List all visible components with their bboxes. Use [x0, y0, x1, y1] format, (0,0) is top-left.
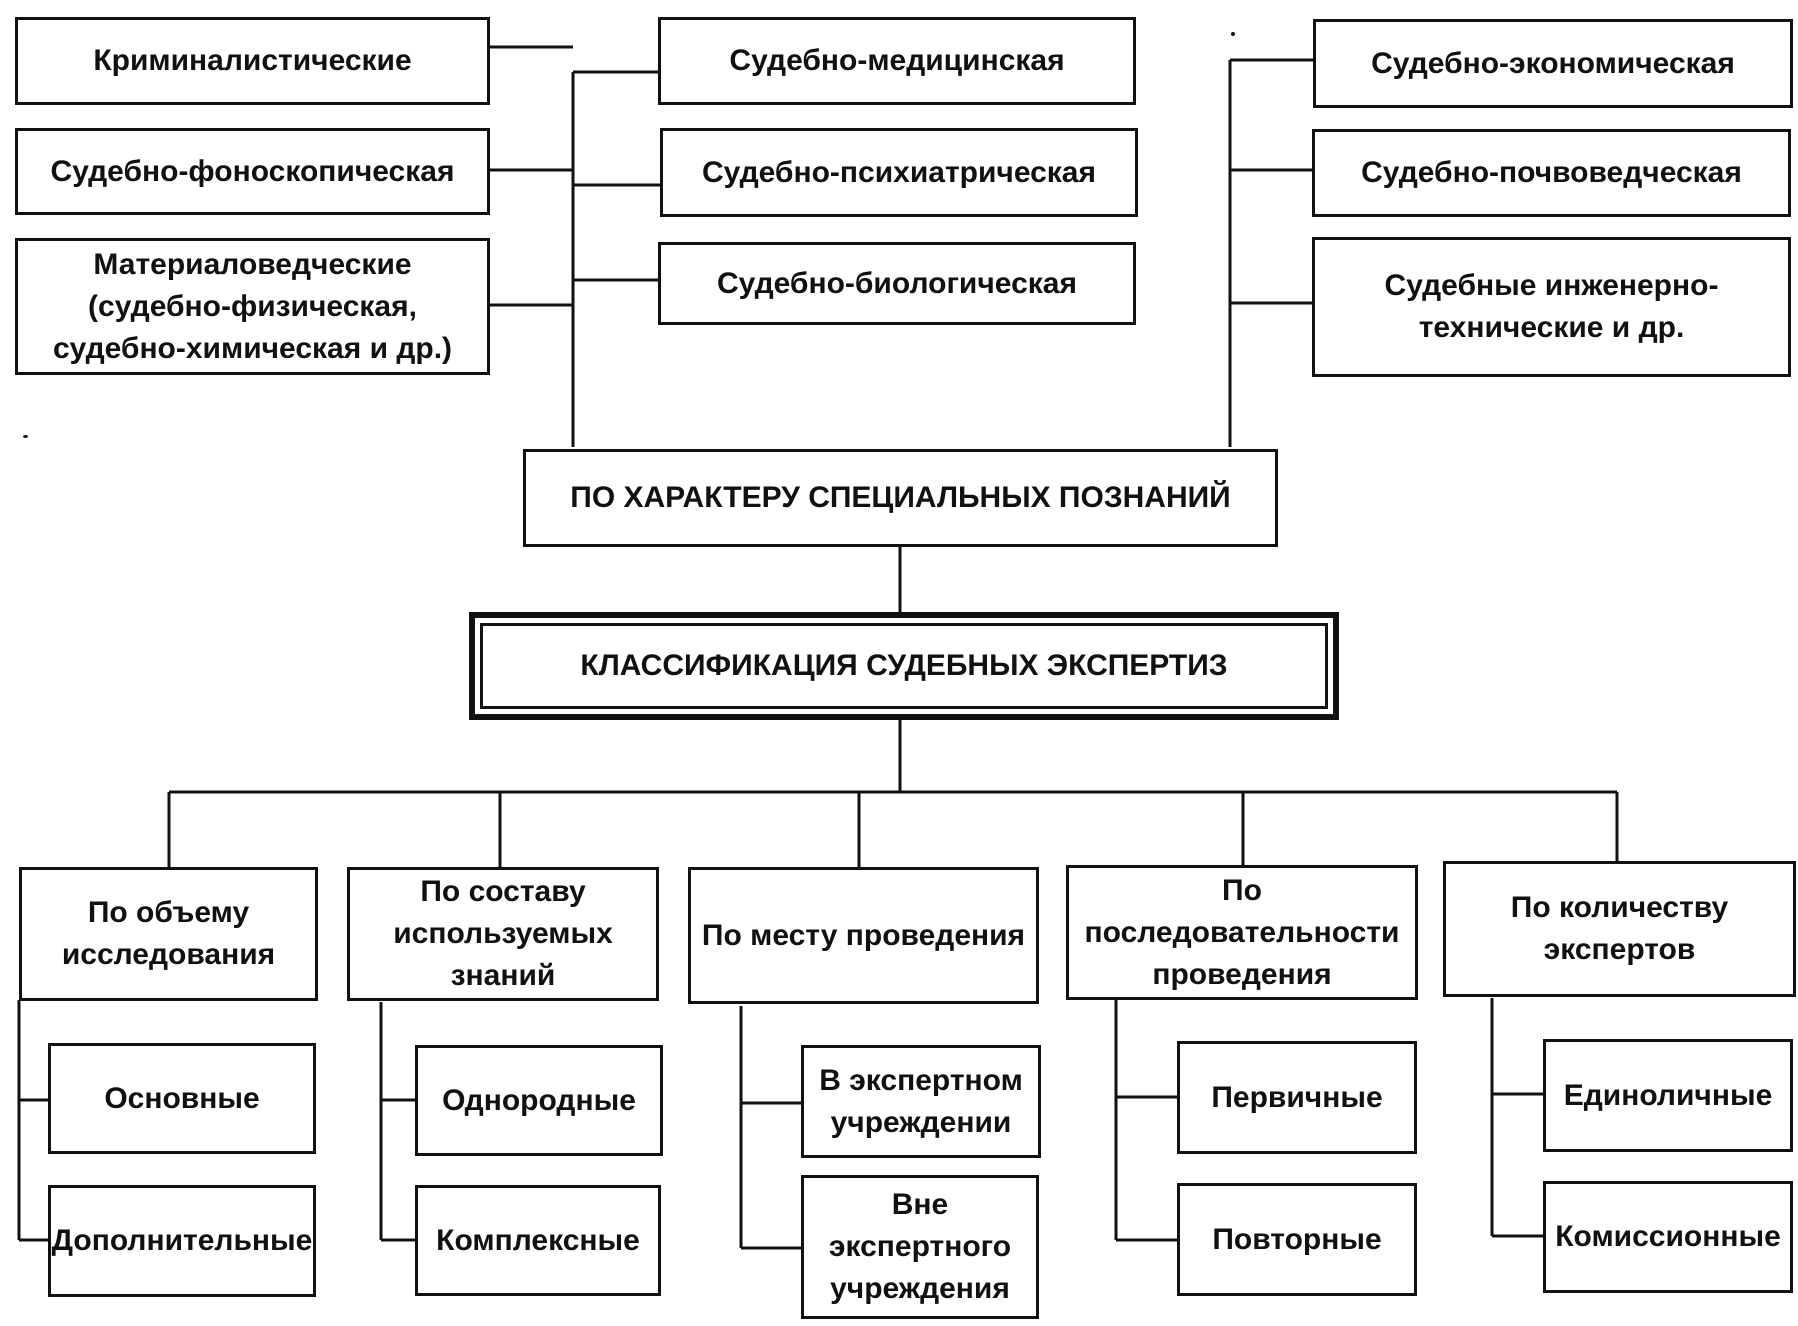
criterion-box-place: По месту проведения	[688, 867, 1039, 1004]
criterion-item-dopolnitelnye: Дополнительные	[48, 1185, 316, 1297]
knowledge-box-inzhenerno-tehnicheskie: Судебные инженерно- технические и др.	[1312, 237, 1791, 377]
knowledge-box-medicinskaya: Судебно-медицинская	[658, 17, 1136, 105]
knowledge-box-materialovedcheskie: Материаловедческие (судебно-физическая, …	[15, 238, 490, 375]
root-title: КЛАССИФИКАЦИЯ СУДЕБНЫХ ЭКСПЕРТИЗ	[580, 649, 1228, 682]
criterion-box-composition: По составу используемых знаний	[347, 867, 659, 1001]
criterion-box-volume: По объему исследования	[19, 867, 318, 1001]
knowledge-box-ekonomicheskaya: Судебно-экономическая	[1313, 19, 1793, 108]
knowledge-box-psihiatricheskaya: Судебно-психиатрическая	[660, 128, 1138, 217]
knowledge-box-pochvovedcheskaya: Судебно-почвоведческая	[1312, 129, 1791, 217]
criterion-item-kompleksnye: Комплексные	[415, 1185, 661, 1296]
knowledge-box-fonoskopicheskaya: Судебно-фоноскопическая	[15, 128, 490, 215]
scan-speck	[1231, 32, 1235, 36]
criterion-item-vne-ekspertnogo: Вне экспертного учреждения	[801, 1175, 1039, 1319]
criterion-box-sequence: По последовательности проведения	[1066, 865, 1418, 1000]
criterion-item-edinolichnye: Единоличные	[1543, 1039, 1793, 1152]
knowledge-category-box: ПО ХАРАКТЕРУ СПЕЦИАЛЬНЫХ ПОЗНАНИЙ	[523, 449, 1278, 547]
criterion-item-komissionnye: Комиссионные	[1543, 1181, 1793, 1293]
criterion-item-povtornye: Повторные	[1177, 1183, 1417, 1296]
criterion-item-osnovnye: Основные	[48, 1043, 316, 1154]
knowledge-box-biologicheskaya: Судебно-биологическая	[658, 242, 1136, 325]
criterion-box-experts-count: По количеству экспертов	[1443, 861, 1796, 997]
criterion-item-v-ekspertnom: В экспертном учреждении	[801, 1045, 1041, 1158]
scan-speck	[23, 435, 28, 438]
knowledge-box-kriminalisticheskie: Криминалистические	[15, 17, 490, 105]
criterion-item-pervichnye: Первичные	[1177, 1041, 1417, 1154]
root-classification-box: КЛАССИФИКАЦИЯ СУДЕБНЫХ ЭКСПЕРТИЗ	[469, 612, 1339, 720]
criterion-item-odnorodnye: Однородные	[415, 1045, 663, 1156]
